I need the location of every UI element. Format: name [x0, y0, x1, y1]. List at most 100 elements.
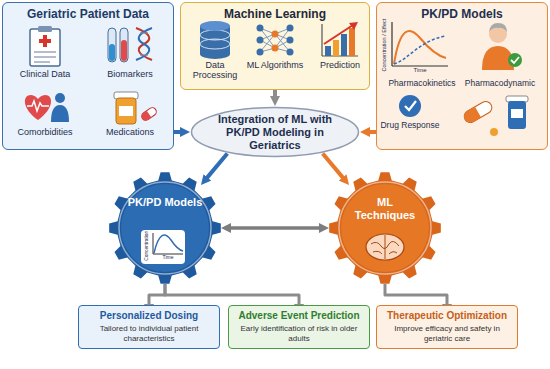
gear-outline: [109, 172, 221, 284]
person-icon: [508, 53, 522, 67]
gear-ring: [119, 182, 211, 274]
medication-icon: [116, 98, 136, 124]
clipboard-icon: [39, 39, 51, 43]
clipboard-icon: [30, 29, 60, 66]
biomarker-icon: [109, 44, 115, 61]
connector-arrow: [230, 226, 320, 230]
brain-icon: [366, 234, 404, 260]
prediction-chart-icon: [349, 28, 355, 56]
database-icon: [200, 30, 230, 40]
pk-chart-icon: [392, 22, 448, 66]
comorbidity-icon: [25, 95, 51, 120]
pk-chart-icon: [394, 31, 446, 64]
panel-title: Geriatric Patient Data: [3, 7, 173, 21]
gear-outline: [109, 172, 221, 284]
chart-curve: [154, 235, 183, 253]
panel-title: Machine Learning: [181, 7, 369, 21]
gear-core: [341, 184, 429, 272]
chart-axis: [153, 233, 183, 254]
network-icon: [257, 25, 264, 32]
gear-ring: [339, 182, 431, 274]
gear-outline: [329, 172, 441, 284]
database-icon: [200, 21, 230, 59]
pkpd-gear: PK/PD Models: [109, 172, 221, 284]
drug-response-icon: [399, 95, 421, 117]
item-label: Comorbidities: [5, 127, 85, 137]
node-content: Personalized DosingTailored to individua…: [84, 310, 214, 344]
item-label: Medications: [90, 127, 170, 137]
oval-outline: [192, 108, 359, 157]
box-body: Tailored to individual patient character…: [84, 324, 214, 344]
person-icon: [511, 57, 519, 63]
biomarker-icon: [108, 28, 152, 62]
comorbidity-icon: [27, 101, 49, 111]
node-content: Therapeutic OptimizationImprove efficacy…: [382, 310, 512, 344]
node-content: ML Techniques: [347, 196, 423, 222]
drug-response-icon: [405, 101, 416, 110]
database-icon: [200, 21, 230, 31]
network-icon: [257, 49, 264, 56]
box-heading: Adverse Event Prediction: [234, 310, 364, 322]
brain-icon: [371, 235, 399, 259]
medication-icon: [140, 106, 158, 122]
connector-arrow: [323, 154, 344, 179]
box-heading: Therapeutic Optimization: [382, 310, 512, 322]
node-content: Adverse Event PredictionEarly identifica…: [234, 310, 364, 344]
item-label: Pharmacodynamic: [460, 79, 540, 89]
connector-arrow: [165, 284, 299, 305]
node-content: Integration of ML with PK/PD Modeling in…: [190, 106, 360, 158]
item-label: Prediction: [311, 60, 369, 70]
prediction-chart-icon: [321, 24, 322, 56]
axis-label: Concentration / Effect: [381, 10, 387, 80]
node-content: Geriatric Patient Data: [3, 3, 173, 21]
oval-text: Integration of ML with PK/PD Modeling in…: [200, 113, 350, 152]
biomarker-icon: [120, 28, 128, 62]
outcome-box: Therapeutic OptimizationImprove efficacy…: [376, 305, 518, 349]
panel-fill: [180, 2, 370, 90]
pills-icon: [462, 96, 528, 136]
medication-icon: [114, 92, 158, 124]
prediction-chart-icon: [349, 22, 358, 30]
integration-oval: Integration of ML with PK/PD Modeling in…: [190, 106, 360, 158]
pills-icon: [508, 101, 526, 129]
gear-title: PK/PD Models: [127, 196, 203, 209]
item-label: Time: [405, 67, 435, 74]
pills-icon: [462, 99, 494, 124]
network-icon: [272, 31, 279, 38]
gear-outline: [329, 172, 441, 284]
pk-chart-icon: [394, 36, 446, 64]
item-label: Pharmacokinetics: [382, 79, 462, 89]
prediction-chart-icon: [325, 46, 331, 56]
outcome-box: Personalized DosingTailored to individua…: [78, 305, 220, 349]
pills-icon: [490, 128, 498, 136]
connector-arrow: [174, 130, 181, 134]
network-icon: [272, 45, 279, 52]
clipboard-icon: [34, 61, 50, 63]
medication-icon: [140, 111, 151, 122]
prediction-chart-icon: [341, 34, 347, 56]
biomarker-icon: [121, 40, 127, 61]
network-icon: [287, 25, 294, 32]
pk-chart-icon: [392, 65, 448, 66]
network-icon: [257, 37, 264, 44]
item-label: Data Processing: [186, 60, 244, 81]
ml-gear: ML Techniques: [329, 172, 441, 284]
clipboard-icon: [38, 26, 52, 32]
item-label: ML Algorithms: [246, 60, 304, 70]
pk-chart-icon: [391, 22, 392, 66]
prediction-chart-icon: [324, 25, 353, 44]
biomarker-icon: [140, 54, 148, 55]
clipboard-icon: [30, 26, 60, 66]
comorbidity-icon: [25, 93, 69, 122]
node-content: Machine Learning: [181, 3, 369, 21]
pills-icon: [462, 99, 494, 124]
biomarker-icon: [108, 28, 116, 62]
connector-arrow: [385, 284, 447, 305]
node-content: PK/PD Models: [127, 196, 203, 209]
prediction-chart-icon: [333, 40, 339, 56]
connector-arrow: [273, 90, 277, 97]
biomarker-icon: [136, 28, 152, 60]
item-label: Time: [156, 255, 180, 261]
item-label: Clinical Data: [5, 69, 85, 79]
